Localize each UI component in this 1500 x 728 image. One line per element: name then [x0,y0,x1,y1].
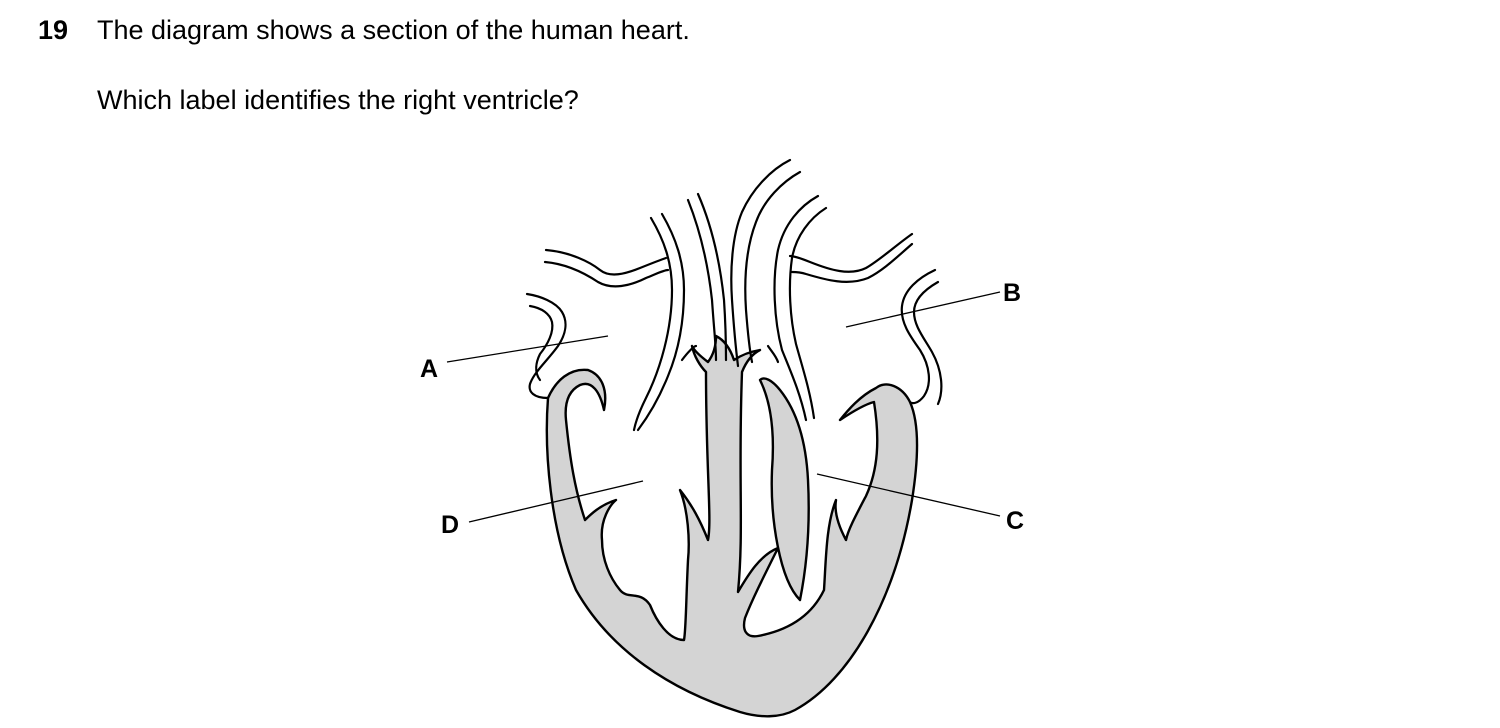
leader-line-c [816,473,1001,517]
aortic-arch-outer [730,158,792,368]
central-vessel-middle-left [686,198,718,362]
leader-line-d [468,480,644,523]
valve-right [766,344,780,364]
vena-cava-outline [525,292,567,400]
label-d: D [441,511,459,539]
right-inlet-inner [912,280,943,406]
question-prompt: Which label identifies the right ventric… [97,85,579,115]
central-vessel-middle-right [696,192,728,362]
central-vessel-left-outer [632,216,674,432]
valve-left [680,344,698,362]
upper-right-vessel-outline [788,232,914,273]
central-vessel-left-inner [636,212,686,432]
upper-left-vessel-outline [544,248,668,276]
leader-line-a [446,335,609,363]
right-inlet-outline [900,268,937,405]
upper-right-vessel-inner [790,242,914,283]
label-b: B [1003,279,1021,307]
aortic-arch-inner [744,170,802,364]
pulmonary-vessel-outer [773,194,820,422]
label-c: C [1006,507,1024,535]
pulmonary-vessel-inner [788,206,828,420]
upper-left-vessel-inner [543,260,670,288]
heart-wall [545,334,919,718]
leader-line-b [845,291,1001,328]
vena-cava-inner [528,304,554,382]
question-stem: The diagram shows a section of the human… [97,15,690,45]
question-number: 19 [38,15,69,45]
label-a: A [420,355,438,383]
